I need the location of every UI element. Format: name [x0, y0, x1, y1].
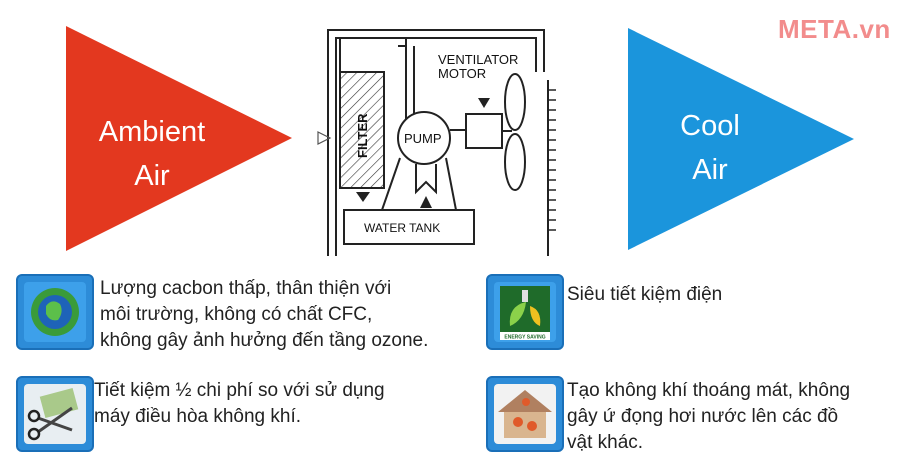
ambient-label-line1: Ambient	[98, 116, 206, 148]
pump-label: PUMP	[404, 131, 442, 146]
feature-eco-line3: không gây ảnh hưởng đến tầng ozone.	[100, 330, 429, 351]
outer-pipe	[327, 29, 545, 256]
cost-saving-scissors-icon	[16, 376, 94, 452]
water-tank-label: WATER TANK	[364, 221, 440, 235]
feature-ventilation-text: Tạo không khí thoáng mát, không gây ứ đọ…	[567, 378, 850, 456]
watermark: META.vn	[778, 14, 891, 44]
filter-element	[339, 71, 385, 189]
cool-label-line2: Air	[692, 154, 728, 186]
cool-label-line1: Cool	[680, 110, 740, 142]
feature-energy-line1: Siêu tiết kiệm điện	[567, 284, 723, 305]
feature-cost-line1: Tiết kiệm ½ chi phí so với sử dụng	[94, 380, 385, 401]
ambient-air-label: Ambient Air	[72, 110, 232, 198]
feature-eco-text: Lượng cacbon thấp, thân thiện với môi tr…	[100, 276, 428, 354]
fan-blade-bottom	[504, 133, 526, 191]
filter-label: FILTER	[355, 113, 370, 158]
cooler-schematic: VENTILATOR MOTOR FILTER PUMP WATER TANK	[317, 29, 556, 256]
vent-grille	[548, 89, 556, 231]
feature-ventilation-line3: vật khác.	[567, 432, 644, 453]
air-inlet-arrow	[317, 131, 332, 145]
motor-box	[465, 113, 503, 149]
feature-eco-line1: Lượng cacbon thấp, thân thiện với	[100, 278, 392, 299]
feature-cost-text: Tiết kiệm ½ chi phí so với sử dụng máy đ…	[94, 378, 385, 430]
ventilator-label-2: MOTOR	[438, 66, 486, 81]
house-ventilation-icon	[486, 376, 564, 452]
fan-blade-top	[504, 73, 526, 131]
feature-eco-line2: môi trường, không có chất CFC,	[100, 304, 373, 325]
feature-ventilation-line2: gây ứ đọng hơi nước lên các đồ	[567, 406, 839, 427]
water-tank-box	[343, 209, 475, 245]
cool-air-label: Cool Air	[650, 104, 770, 192]
eco-globe-icon	[16, 274, 94, 350]
ambient-air-triangle	[66, 26, 292, 251]
energy-saving-badge: ENERGY SAVING	[504, 335, 545, 341]
feature-ventilation-line1: Tạo không khí thoáng mát, không	[567, 380, 851, 401]
filter-down-arrow	[356, 192, 370, 202]
feature-cost-line2: máy điều hòa không khí.	[94, 406, 302, 427]
tank-up-arrow	[420, 196, 432, 208]
feature-energy-text: Siêu tiết kiệm điện	[567, 282, 722, 308]
motor-arrow	[478, 98, 490, 108]
ambient-label-line2: Air	[134, 160, 170, 192]
energy-saving-icon: ENERGY SAVING	[486, 274, 564, 350]
pump-circle	[397, 111, 451, 165]
ventilator-label-1: VENTILATOR	[438, 52, 518, 67]
cool-air-triangle	[628, 28, 854, 250]
